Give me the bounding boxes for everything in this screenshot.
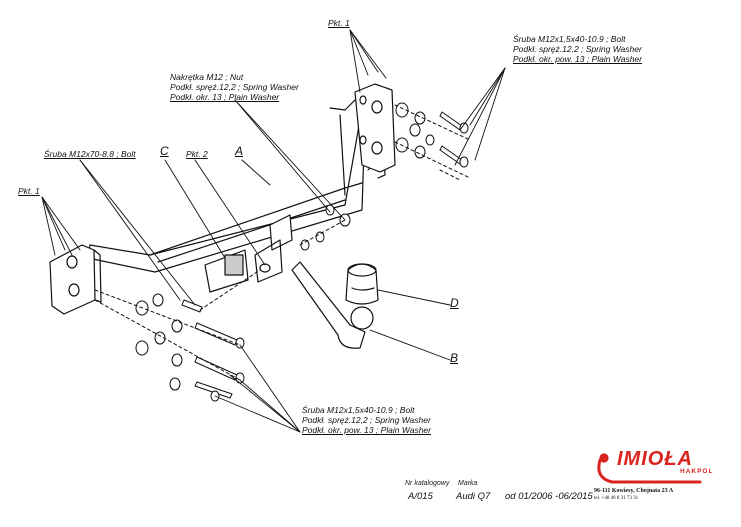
label-pkt2: Pkt. 2 (186, 149, 208, 159)
label-d: D (450, 296, 459, 310)
date-range: od 01/2006 -06/2015 (505, 491, 593, 502)
left-bracket (49, 244, 102, 315)
label-a: A (235, 144, 244, 158)
label-b: B (450, 351, 459, 365)
right-bolts (394, 102, 471, 181)
logo-subtext: HAKPOL (680, 468, 714, 475)
left-bolts (94, 269, 261, 402)
brand-value: Audi Q7 (456, 491, 491, 502)
logo-swoosh (597, 453, 702, 484)
right-bracket (354, 83, 396, 173)
leader-lines (41, 29, 506, 433)
label-pkt1-top: Pkt. 1 (328, 18, 350, 28)
brand-label: Marka (458, 480, 478, 487)
crossbar-a (87, 94, 386, 273)
ball-neck-b (291, 261, 374, 349)
company-phone: tel. +48 46 8 31 73 31 (594, 496, 639, 501)
label-bolt-left: Śruba M12x70-8.8 ; Bolt (44, 149, 136, 159)
label-bolt-bottom: Śruba M12x1,5x40-10.9 ; Bolt Podkł. sprę… (302, 405, 431, 435)
label-nut-center: Nakrętka M12 ; Nut Podkł. spręż.12,2 ; S… (170, 72, 299, 102)
label-bolt-right: Śruba M12x1,5x40-10.9 ; Bolt Podkł. sprę… (513, 34, 642, 64)
logo-text: IMIOŁA (617, 448, 693, 470)
catalog-value: A/015 (408, 491, 433, 502)
catalog-label: Nr katalogowy (405, 480, 450, 487)
center-plate (204, 214, 293, 293)
company-address: 96-111 Kowiesy, Chojnata 23 A (594, 488, 674, 494)
ball-cover-d (345, 263, 379, 305)
label-pkt1-left: Pkt. 1 (18, 186, 40, 196)
label-c: C (160, 144, 169, 158)
